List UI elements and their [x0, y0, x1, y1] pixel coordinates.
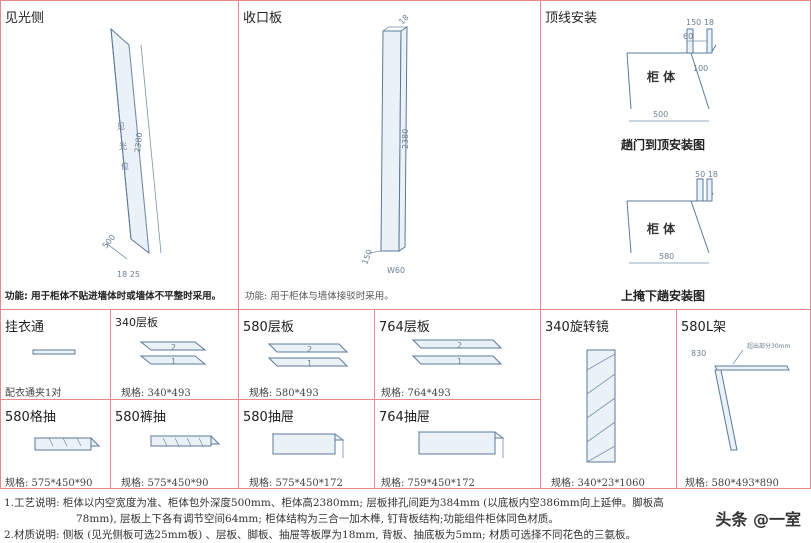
- panel-title: 580裤抽: [115, 410, 166, 425]
- panel-title: 580格抽: [5, 410, 56, 425]
- num-1: 1: [171, 357, 176, 366]
- num-2: 2: [457, 341, 462, 350]
- num-1: 1: [457, 357, 462, 366]
- num-1: 1: [307, 359, 312, 368]
- depth-dim: 150: [360, 248, 374, 265]
- dim-580: 580: [659, 252, 674, 261]
- note-line-1a: 1.工艺说明: 柜体以内空宽度为准、柜体包外深度500mm、柜体高2380mm;…: [4, 497, 664, 509]
- panel-title: 顶线安装: [545, 11, 598, 26]
- top-dim: 18: [397, 13, 411, 27]
- num-2: 2: [307, 345, 312, 354]
- trouser-drawer-drawing: [149, 435, 221, 447]
- overhang-note: 超出部分30mm: [747, 342, 790, 350]
- spec: 规格: 764*493: [381, 388, 451, 399]
- panel-title: 764抽屉: [379, 410, 430, 425]
- spec: 规格: 575*450*90: [121, 478, 209, 489]
- dim-100: 100: [693, 64, 708, 73]
- panel-xuanzhuanjing: 340旋转镜 规格: 340*23*1060: [540, 309, 677, 489]
- caption-1: 趟门到顶安装图: [621, 138, 706, 152]
- spec: 规格: 759*450*172: [381, 478, 475, 489]
- num-2: 2: [171, 343, 176, 352]
- dim-830: 830: [691, 349, 706, 358]
- shelf-764-drawing: 2 1: [411, 339, 503, 366]
- spec: 规格: 340*493: [121, 388, 191, 399]
- watermark: 头条 @一室: [715, 510, 801, 529]
- height-dim: 2380: [133, 132, 144, 153]
- panel-ljia: 580L架 830 超出部分30mm 规格: 580*493*890: [676, 309, 811, 489]
- spec: 规格: 580*493: [249, 388, 319, 399]
- cabinet-label-2: 柜 体: [646, 221, 676, 236]
- cabinet-label: 柜 体: [646, 69, 676, 84]
- hanging-rod-drawing: [32, 349, 76, 355]
- trim-board-drawing: 18 2380 150 W60: [360, 13, 411, 275]
- panel-ceng340: 340层板 2 1 规格: 340*493: [110, 309, 239, 400]
- panel-title: 580层板: [243, 320, 294, 335]
- panel-title: 340旋转镜: [545, 320, 609, 335]
- vertical-label-1: 见: [117, 122, 125, 131]
- panel-guayitong: 挂衣通 配衣通夹1对: [0, 309, 111, 400]
- dim-60: 60: [683, 32, 693, 41]
- panel-choutile580: 580抽屉 规格: 575*450*172: [238, 399, 375, 489]
- panel-title: 580抽屉: [243, 410, 294, 425]
- panel-title: 764层板: [379, 320, 430, 335]
- grid-drawer-drawing: [33, 437, 101, 451]
- panel-ceng580: 580层板 2 1 规格: 580*493: [238, 309, 375, 400]
- depth-dim: 500: [101, 233, 118, 250]
- side-panel-drawing: 2380 500 18 25 见 光 位: [101, 27, 162, 279]
- drawer-764-drawing: [417, 431, 505, 458]
- shelf-580-drawing: 2 1: [267, 343, 349, 368]
- bottom-dims: 18 25: [117, 270, 140, 279]
- panel-title: 收口板: [243, 11, 283, 26]
- panel-ceng764: 764层板 2 1 规格: 764*493: [374, 309, 541, 400]
- crown-install-drawing: 150 18 60 100 500 柜 体 50 18 580 柜 体: [626, 18, 718, 264]
- panel-shoukouban: 收口板 18 2380 150 W60 功能: 用于柜体与墙体接驳时采用。: [238, 0, 541, 310]
- panel-choutile764: 764抽屉 规格: 759*450*172: [374, 399, 541, 489]
- spec: 规格: 575*450*90: [5, 478, 93, 489]
- dim-500: 500: [653, 110, 668, 119]
- vertical-label-3: 位: [121, 161, 129, 171]
- note-line-2: 2.材质说明: 侧板 (见光侧板可选25mm板) 、层板、脚板、抽屉等板厚为18…: [4, 529, 636, 541]
- top-dims-2: 50 18: [695, 170, 718, 179]
- rotating-mirror-drawing: [586, 349, 616, 463]
- spec: 规格: 580*493*890: [685, 478, 779, 489]
- vertical-label-2: 光: [119, 141, 127, 151]
- l-frame-drawing: 830 超出部分30mm: [691, 342, 790, 451]
- note-line-1b: 78mm), 层板上下各有调节空间64mm; 柜体结构为三合一加木榫, 钉背板结…: [76, 513, 559, 525]
- caption-2: 上掩下趟安装图: [621, 289, 706, 303]
- drawer-580-drawing: [271, 433, 345, 458]
- notes-section: 1.工艺说明: 柜体以内空宽度为准、柜体包外深度500mm、柜体高2380mm;…: [0, 488, 811, 543]
- height-dim: 2380: [401, 129, 410, 149]
- panel-title: 见光侧: [5, 11, 45, 26]
- panel-dingxian: 顶线安装 150 18 60 100 500 柜 体 50 18 580 柜 体…: [540, 0, 811, 310]
- top-dims: 150 18: [686, 18, 714, 27]
- panel-gechou: 580格抽 规格: 575*450*90: [0, 399, 111, 489]
- function-note: 功能: 用于柜体与墙体接驳时采用。: [245, 291, 394, 302]
- function-note: 功能: 用于柜体不贴进墙体时或墙体不平整时采用。: [5, 291, 222, 302]
- panel-title: 580L架: [681, 320, 727, 335]
- shelf-340-drawing: 2 1: [139, 341, 207, 366]
- panel-title: 挂衣通: [5, 320, 45, 335]
- spec: 规格: 340*23*1060: [551, 478, 645, 489]
- panel-kuchou: 580裤抽 规格: 575*450*90: [110, 399, 239, 489]
- bottom-dim: W60: [387, 266, 405, 275]
- spec: 配衣通夹1对: [5, 388, 62, 399]
- panel-title: 340层板: [115, 316, 158, 329]
- panel-jianguangce: 见光侧 2380 500 18 25 见 光 位 功能: 用于柜体不贴进墙体时或…: [0, 0, 239, 310]
- spec: 规格: 575*450*172: [249, 478, 343, 489]
